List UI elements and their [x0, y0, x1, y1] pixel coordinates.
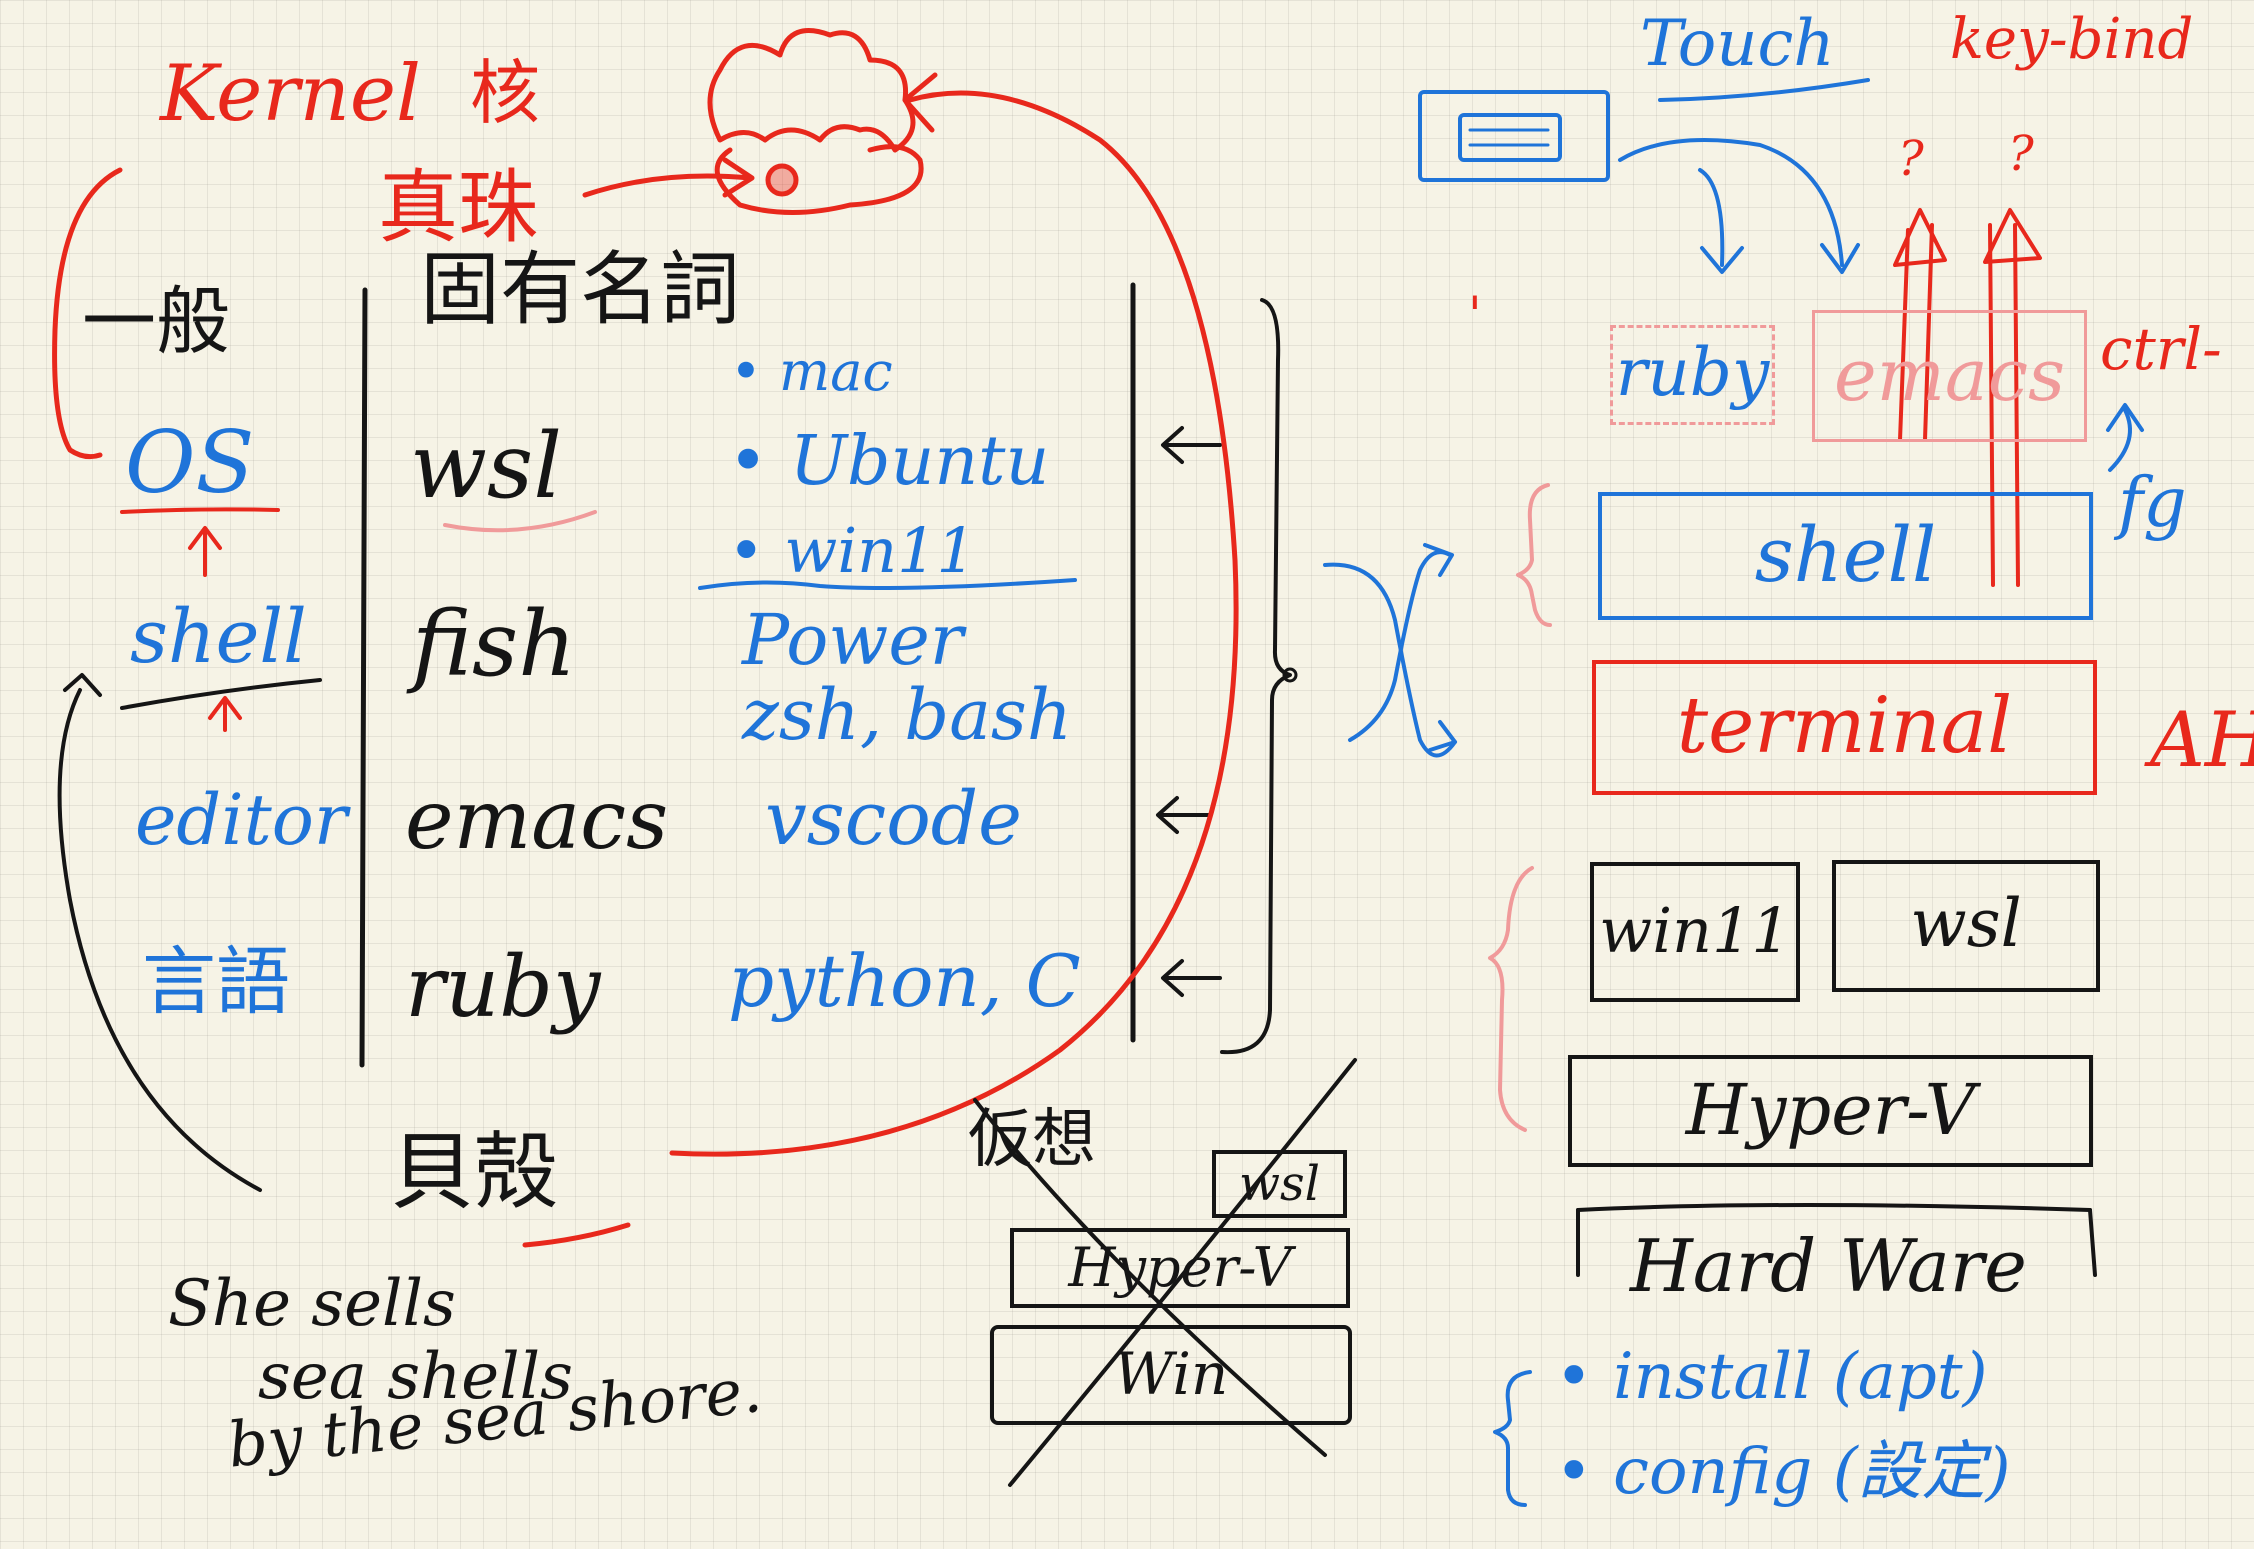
note-config: • config (設定) [1555, 1435, 2011, 1509]
hardware-layer: Hard Ware [1630, 1224, 2027, 1308]
header-specific: 固有名詞 [420, 243, 740, 336]
wsl-layer: wsl [1832, 860, 2100, 992]
example-mac: • mac [730, 340, 893, 403]
keybind-label: key-bind [1950, 7, 2194, 72]
fg-label: fg [2118, 464, 2187, 543]
arrow-lang [1161, 959, 1222, 997]
row-specific-ruby: ruby [405, 938, 601, 1036]
win11-layer: win11 [1590, 862, 1800, 1002]
example-power: Power [742, 599, 964, 681]
kernel-bracket [52, 167, 123, 460]
row-general-shell: shell [130, 594, 307, 680]
shell-drawing [707, 28, 916, 153]
virtual-hyperv-box: Hyper-V [1010, 1228, 1350, 1308]
app-ruby-box: ruby [1610, 325, 1775, 425]
twister-line-2: sea shells [258, 1340, 573, 1414]
example-python-c: python, C [728, 939, 1081, 1023]
touch-label: Touch [1640, 7, 1835, 81]
row-specific-wsl: wsl [410, 414, 563, 519]
row-general-language: 言語 [142, 939, 290, 1025]
virtual-wsl-box: wsl [1212, 1150, 1347, 1218]
note-install: • install (apt) [1555, 1340, 1988, 1414]
virtual-win-box: Win [990, 1325, 1352, 1425]
example-vscode: vscode [765, 776, 1022, 862]
row-general-os: OS [125, 413, 255, 513]
shell-layer: shell [1598, 492, 2093, 620]
tick-mark: ' [1468, 286, 1482, 344]
example-zsh-bash: zsh, bash [742, 674, 1072, 756]
seashell-label: 貝殻 [390, 1123, 559, 1221]
pearl-label: 真珠 [378, 161, 538, 254]
row-specific-emacs: emacs [405, 773, 669, 868]
kernel-label-cjk: 核 [470, 52, 540, 134]
arrow-os [1161, 426, 1222, 464]
kernel-label: Kernel [160, 49, 421, 139]
shell-curve [669, 90, 1239, 1157]
question-1: ? [1898, 131, 1924, 187]
arrow-editor [1156, 796, 1212, 834]
question-2: ? [2008, 126, 2034, 182]
row-general-editor: editor [135, 779, 348, 861]
table-divider-left [359, 287, 368, 1068]
pearl [765, 163, 799, 197]
ah-label: AH [2150, 695, 2254, 784]
example-ubuntu: • Ubuntu [728, 422, 1050, 501]
virtual-label: 仮想 [968, 1103, 1096, 1177]
keyboard-icon [1418, 90, 1610, 182]
header-general: 一般 [82, 279, 230, 365]
terminal-layer: terminal [1592, 660, 2097, 795]
back-arrow [57, 688, 262, 1192]
row-specific-fish: fish [412, 592, 577, 697]
ctrl-label: ctrl- [2100, 315, 2222, 383]
twister-line-1: She sells [168, 1267, 456, 1341]
example-win11: • win11 [728, 514, 977, 587]
app-emacs-box: emacs [1812, 310, 2087, 442]
table-brace [1220, 298, 1292, 1055]
hyperv-layer: Hyper-V [1568, 1055, 2093, 1167]
